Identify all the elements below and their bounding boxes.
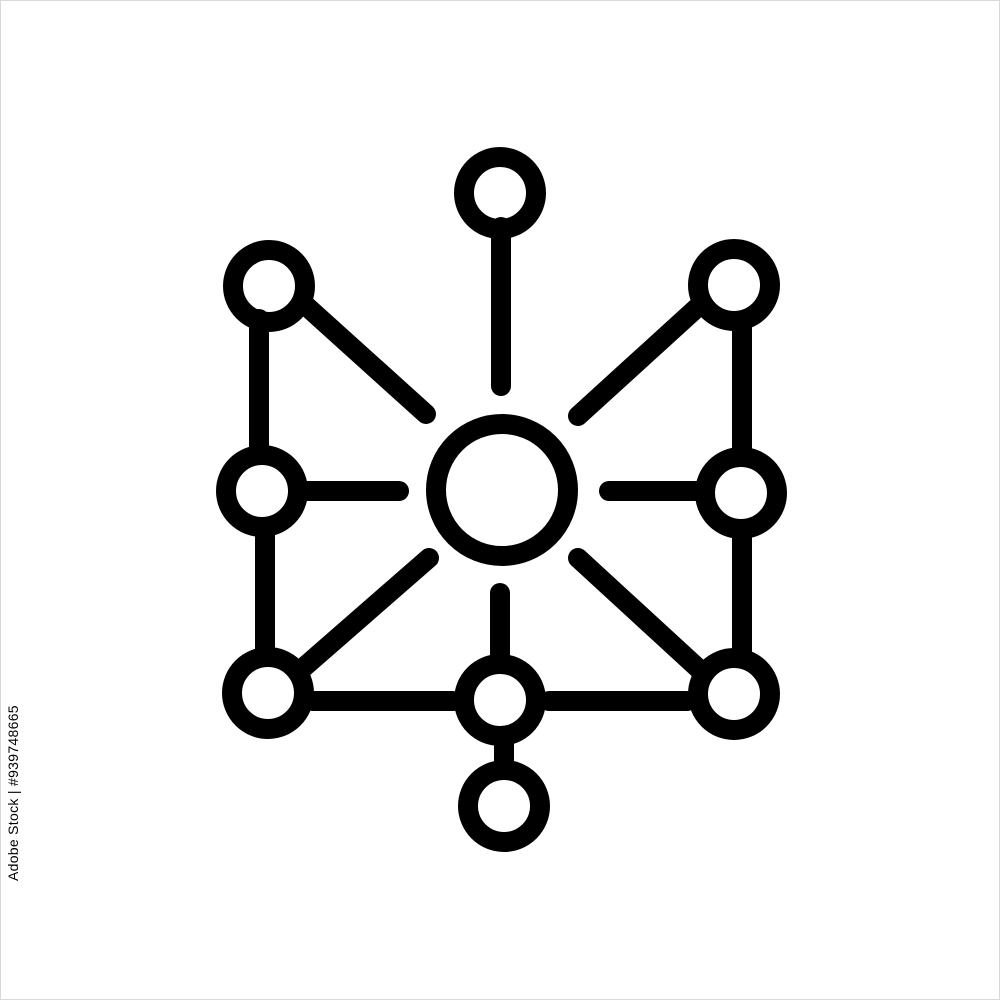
top-node [454,147,546,239]
lower-middle-node [454,654,546,746]
stock-id-label: Adobe Stock | #939748665 [5,705,21,881]
upper-left-spoke-line [293,293,436,424]
hub-node [426,414,578,566]
upper-right-spoke-line [568,294,711,426]
upper-left-node [223,240,315,332]
lower-left-spoke-line [293,548,439,678]
right-node [695,447,787,539]
upper-right-node [688,239,780,331]
left-node [216,445,308,537]
lower-right-spoke-line [568,548,711,681]
lower-right-node [688,648,780,740]
tail-node [458,760,550,852]
lower-left-node [222,647,314,739]
